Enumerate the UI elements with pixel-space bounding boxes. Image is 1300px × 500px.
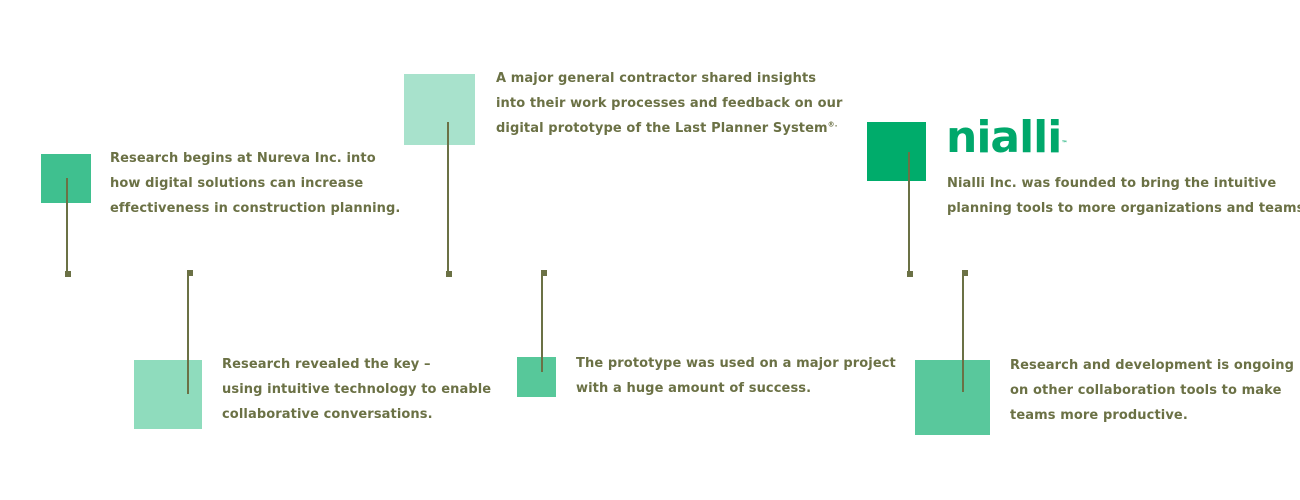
milestone-4-line-1: The prototype was used on a major projec… <box>576 356 896 371</box>
milestone-3-square <box>404 74 475 145</box>
milestone-1-line-1: Research begins at Nureva Inc. into <box>110 151 376 166</box>
milestone-3-line-3: digital prototype of the Last Planner Sy… <box>496 116 843 141</box>
milestone-2-text: Research revealed the key – using intuit… <box>222 352 491 427</box>
milestone-3-line-2: into their work processes and feedback o… <box>496 96 843 111</box>
milestone-2-line-2: using intuitive technology to enable <box>222 382 492 397</box>
milestone-1-text: Research begins at Nureva Inc. into how … <box>110 146 400 221</box>
milestone-6-square <box>915 360 990 435</box>
milestone-4-connector <box>541 270 543 372</box>
milestone-2-line-1: Research revealed the key – <box>222 357 431 372</box>
milestone-3-line-1: A major general contractor shared insigh… <box>496 71 817 86</box>
milestone-6-line-2: on other collaboration tools to make <box>1010 383 1282 398</box>
milestone-1-line-2: how digital solutions can increase <box>110 176 364 191</box>
milestone-2-connector <box>187 270 189 394</box>
milestone-6-dot <box>962 270 968 276</box>
milestone-1-line-3: effectiveness in construction planning. <box>110 201 401 216</box>
milestone-5-square <box>867 122 926 181</box>
milestone-4-text: The prototype was used on a major projec… <box>576 351 896 401</box>
milestone-4-square <box>517 357 556 397</box>
milestone-3-connector <box>447 122 449 274</box>
milestone-3-line-3-text: digital prototype of the Last Planner Sy… <box>496 121 828 136</box>
milestone-6-connector <box>962 270 964 392</box>
milestone-5-line-2: planning tools to more organizations and… <box>947 201 1300 216</box>
milestone-3-text: A major general contractor shared insigh… <box>496 66 843 141</box>
registered-mark: ®. <box>827 120 838 129</box>
milestone-5-dot <box>907 271 913 277</box>
milestone-5-text: Nialli Inc. was founded to bring the int… <box>947 171 1300 221</box>
milestone-6-line-1: Research and development is ongoing <box>1010 358 1295 373</box>
nialli-logo-trademark: ™ <box>1061 140 1068 147</box>
milestone-2-line-3: collaborative conversations. <box>222 407 433 422</box>
nialli-logo: nialli™ <box>946 112 1067 164</box>
milestone-6-text: Research and development is ongoing on o… <box>1010 353 1294 428</box>
milestone-4-dot <box>541 270 547 276</box>
milestone-4-line-2: with a huge amount of success. <box>576 381 812 396</box>
milestone-2-dot <box>187 270 193 276</box>
milestone-2-square <box>134 360 202 429</box>
milestone-6-line-3: teams more productive. <box>1010 408 1188 423</box>
milestone-1-connector <box>66 178 68 274</box>
milestone-5-line-1: Nialli Inc. was founded to bring the int… <box>947 176 1277 191</box>
milestone-5-connector <box>908 152 910 274</box>
milestone-1-dot <box>65 271 71 277</box>
milestone-3-dot <box>446 271 452 277</box>
nialli-logo-text: nialli <box>946 112 1062 163</box>
